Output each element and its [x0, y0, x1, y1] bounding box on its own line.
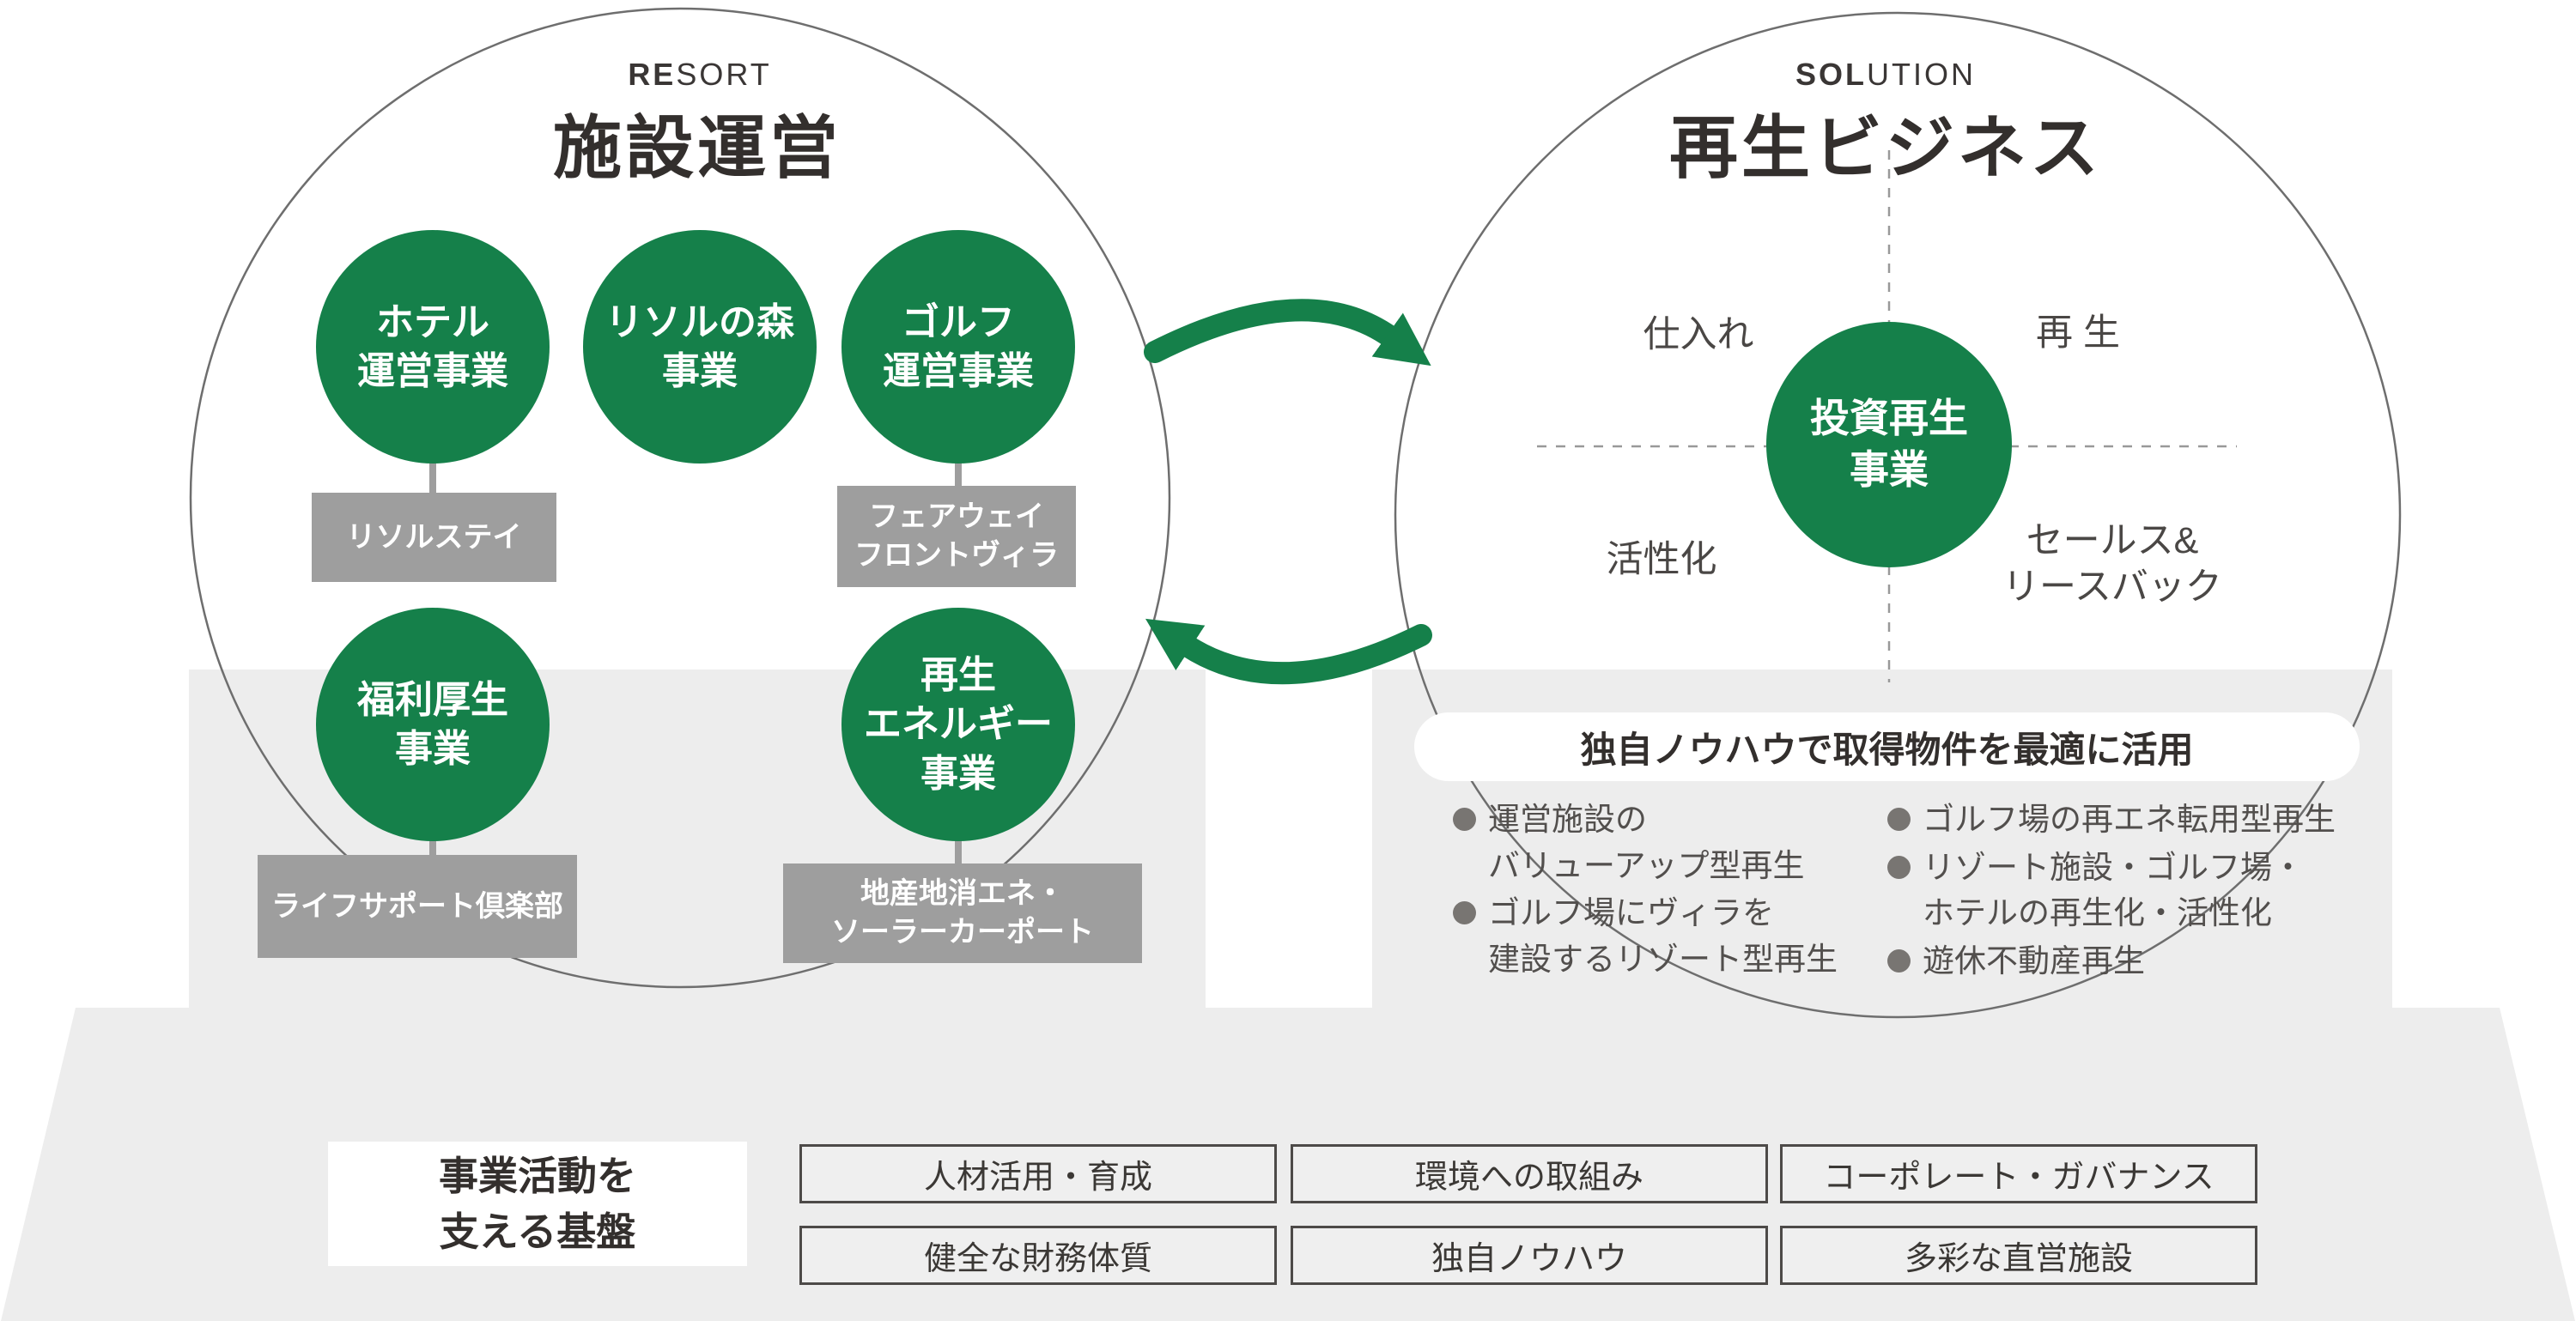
foundation-box-facilities: 多彩な直営施設: [1780, 1226, 2257, 1285]
resort-tag: RESORT: [545, 57, 854, 93]
business-circle-welfare: 福利厚生 事業: [316, 608, 550, 841]
foundation-box-governance: コーポレート・ガバナンス: [1780, 1144, 2257, 1203]
bullet-text: ゴルフ場の再エネ転用型再生: [1923, 802, 2336, 837]
solution-circle-outline: [1394, 11, 2402, 1019]
solution-title: 再生ビジネス: [1669, 110, 2102, 186]
business-circle-resol-forest: リソルの森 事業: [583, 230, 817, 464]
solution-tag-rest: UTION: [1867, 57, 1976, 92]
business-circle-golf: ゴルフ 運営事業: [841, 230, 1075, 464]
resort-circle-outline: [189, 7, 1171, 989]
bullet-text: ゴルフ場にヴィラを 建設するリゾート型再生: [1488, 895, 1838, 977]
list-item: 遊休不動産再生: [1887, 938, 2394, 985]
bullet-dot-icon: [1453, 901, 1476, 925]
quadrant-label-regeneration: 再 生: [2036, 312, 2120, 354]
brand-box-fairway-front-villa: フェアウェイ フロントヴィラ: [837, 486, 1076, 587]
bullet-text: リゾート施設・ゴルフ場・ ホテルの再生化・活性化: [1923, 849, 2304, 931]
quadrant-label-revitalization: 活性化: [1606, 539, 1717, 580]
brand-box-life-support-club: ライフサポート倶楽部: [258, 855, 577, 958]
arrow-resort-to-solution: [1144, 299, 1431, 367]
bullet-text: 運営施設の バリューアップ型再生: [1488, 802, 1805, 883]
quadrant-label-sales-leaseback: セールス& リースバック: [2002, 520, 2222, 608]
bullet-dot-icon: [1453, 808, 1476, 831]
brand-box-resol-stay: リソルステイ: [312, 493, 556, 582]
business-circle-renewable-energy: 再生 エネルギー 事業: [841, 608, 1075, 841]
business-circle-investment-regeneration: 投資再生 事業: [1766, 322, 2012, 567]
brand-box-local-energy-solar-carport: 地産地消エネ・ ソーラーカーポート: [783, 863, 1142, 963]
resort-title: 施設運営: [553, 110, 841, 186]
solution-tag-bold: SOL: [1795, 57, 1867, 92]
resort-tag-rest: SORT: [676, 57, 772, 92]
solution-tag: SOLUTION: [1731, 57, 2040, 93]
list-item: リゾート施設・ゴルフ場・ ホテルの再生化・活性化: [1887, 845, 2394, 936]
foundation-box-environment: 環境への取組み: [1291, 1144, 1768, 1203]
bullet-dot-icon: [1887, 855, 1911, 879]
solution-banner: 独自ノウハウで取得物件を最適に活用: [1414, 712, 2360, 781]
solution-bullet-list-right: ゴルフ場の再エネ転用型再生 リゾート施設・ゴルフ場・ ホテルの再生化・活性化 遊…: [1887, 797, 2394, 986]
list-item: ゴルフ場にヴィラを 建設するリゾート型再生: [1453, 890, 1899, 982]
foundation-box-hr: 人材活用・育成: [799, 1144, 1277, 1203]
business-circle-hotel: ホテル 運営事業: [316, 230, 550, 464]
foundation-title: 事業活動を 支える基盤: [328, 1142, 747, 1266]
bullet-dot-icon: [1887, 808, 1911, 831]
list-item: ゴルフ場の再エネ転用型再生: [1887, 797, 2394, 843]
foundation-box-knowhow: 独自ノウハウ: [1291, 1226, 1768, 1285]
quadrant-label-purchase: 仕入れ: [1643, 314, 1754, 355]
bullet-text: 遊休不動産再生: [1923, 942, 2145, 979]
solution-bullet-list-left: 運営施設の バリューアップ型再生 ゴルフ場にヴィラを 建設するリゾート型再生: [1453, 797, 1899, 985]
foundation-box-finance: 健全な財務体質: [799, 1226, 1277, 1285]
bullet-dot-icon: [1887, 948, 1911, 973]
arrow-solution-to-resort: [1145, 618, 1432, 685]
list-item: 運営施設の バリューアップ型再生: [1453, 797, 1899, 888]
resort-tag-bold: RE: [628, 57, 677, 92]
